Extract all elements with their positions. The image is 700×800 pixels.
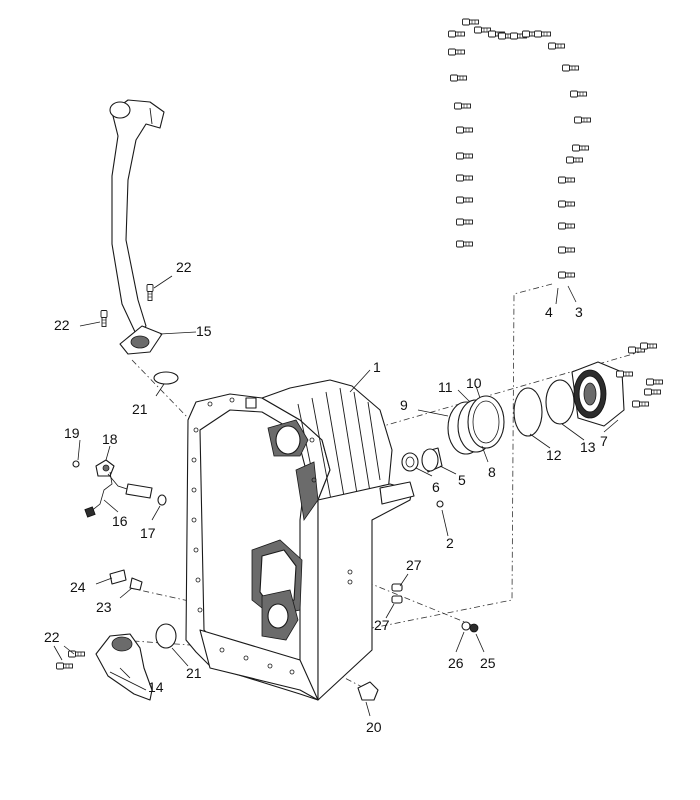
callout-21-upper: 21: [132, 401, 148, 417]
callout-7: 7: [600, 433, 608, 449]
leader-lines: [53, 275, 619, 717]
callout-12: 12: [546, 447, 562, 463]
dipstick-tube: [109, 99, 165, 355]
callout-22-middle: 22: [54, 317, 70, 333]
callout-23: 23: [96, 599, 112, 615]
callout-24: 24: [70, 579, 86, 595]
callout-1: 1: [373, 359, 381, 375]
bolt-set-left-column: [448, 18, 479, 248]
callout-13: 13: [580, 439, 596, 455]
callout-6: 6: [432, 479, 440, 495]
oil-return-elbow: [95, 633, 153, 701]
end-cover: [571, 361, 625, 427]
callout-15: 15: [196, 323, 212, 339]
callout-14: 14: [148, 679, 164, 695]
callout-27-upper: 27: [406, 557, 422, 573]
dowel-pins: [391, 500, 479, 633]
callout-22-upper: 22: [176, 259, 192, 275]
callout-9: 9: [400, 397, 408, 413]
callout-21-lower: 21: [186, 665, 202, 681]
o-ring-lower: [155, 623, 177, 649]
drain-plug: [357, 681, 379, 701]
transmission-housing: [185, 379, 415, 701]
callout-20: 20: [366, 719, 382, 735]
drain-fittings: [109, 569, 143, 591]
callout-labels: 1 2 3 4 5 6 7 8 9 10 11 12 13 14 15 16 1…: [44, 259, 608, 735]
callout-8: 8: [488, 464, 496, 480]
callout-22-lower: 22: [44, 629, 60, 645]
callout-11: 11: [438, 379, 453, 395]
callout-25: 25: [480, 655, 496, 671]
callout-18: 18: [102, 431, 118, 447]
callout-16: 16: [112, 513, 128, 529]
o-ring-upper: [153, 371, 179, 385]
sensor-harness: [72, 459, 167, 518]
callout-5: 5: [458, 472, 466, 488]
callout-4: 4: [545, 304, 553, 320]
callout-2: 2: [446, 535, 454, 551]
elbow-bolts: [56, 650, 85, 670]
bolt-set-top-row: [474, 26, 551, 40]
callout-19: 19: [64, 425, 80, 441]
bearing-seal-stack: [401, 379, 575, 473]
callout-17: 17: [140, 525, 156, 541]
callout-26: 26: [448, 655, 464, 671]
callout-3: 3: [575, 304, 583, 320]
callout-10: 10: [466, 375, 482, 391]
callout-27-lower: 27: [374, 617, 390, 633]
bolt-set-right-column: [548, 42, 591, 279]
